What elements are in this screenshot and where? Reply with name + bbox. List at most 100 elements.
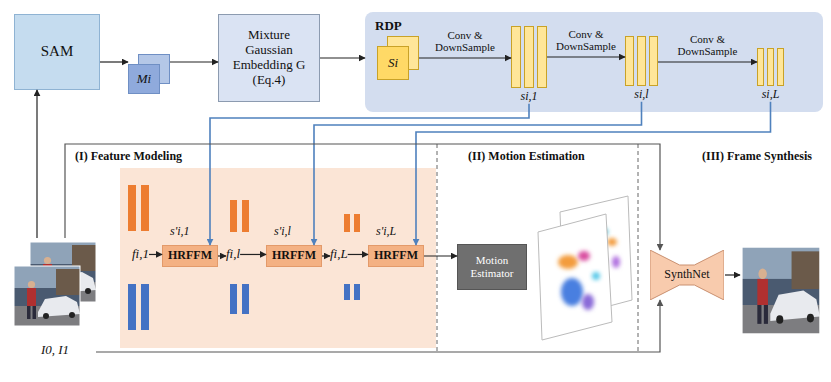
label-holder: s'i,L bbox=[376, 225, 396, 239]
connector bbox=[419, 57, 511, 58]
flow-sheet bbox=[538, 214, 612, 340]
node-text: HRFFM bbox=[272, 249, 316, 263]
connector bbox=[36, 90, 37, 238]
feature-panel bbox=[120, 168, 436, 348]
prior-feature: si,L bbox=[757, 48, 784, 102]
bar-row bbox=[625, 36, 658, 86]
prior-bar bbox=[767, 48, 774, 86]
edge-label: Conv & DownSample bbox=[675, 33, 741, 57]
flow-blob bbox=[592, 272, 600, 280]
bar-row bbox=[757, 48, 784, 86]
section-title: (I) Feature Modeling bbox=[75, 150, 182, 164]
prior-feature: si,1 bbox=[511, 26, 547, 104]
node-text: Mixture Gaussian Embedding G (Eq.4) bbox=[224, 28, 314, 88]
connector bbox=[210, 104, 529, 245]
feature-bar bbox=[344, 284, 350, 300]
prior-stack: Si bbox=[377, 36, 419, 80]
flow-blob bbox=[582, 294, 594, 310]
connector bbox=[314, 102, 642, 245]
prior-bar bbox=[524, 26, 534, 88]
connector bbox=[322, 255, 330, 256]
stack-front: Si bbox=[377, 46, 409, 80]
prior-bar bbox=[777, 48, 784, 86]
prior-label: s'i,L bbox=[376, 225, 396, 239]
prior-bar bbox=[649, 36, 658, 86]
flow-blob bbox=[612, 256, 620, 268]
label-holder: (III) Frame Synthesis bbox=[702, 150, 812, 164]
feature-bar bbox=[141, 185, 149, 231]
connector bbox=[416, 102, 771, 245]
connector bbox=[348, 254, 368, 255]
feature-label: fi,L bbox=[330, 247, 348, 262]
node-text: RDP bbox=[375, 19, 402, 34]
feature-bar bbox=[354, 214, 360, 232]
node-text: fi,L bbox=[330, 247, 348, 262]
feature-bar bbox=[242, 284, 249, 314]
prior-label: s'i,l bbox=[274, 225, 291, 239]
stack-front: Mi bbox=[128, 64, 160, 94]
node-text: SynthNet bbox=[664, 268, 709, 282]
connector bbox=[96, 300, 660, 352]
feature-bar bbox=[128, 284, 136, 330]
feature-bar bbox=[128, 185, 136, 231]
label-holder: Conv & DownSample bbox=[553, 28, 619, 54]
label-holder: Conv & DownSample bbox=[432, 29, 498, 55]
feature-bar bbox=[230, 200, 237, 232]
feature-bar bbox=[344, 214, 350, 232]
section-title: (III) Frame Synthesis bbox=[702, 150, 812, 164]
section-divider bbox=[638, 144, 639, 352]
prior-bar bbox=[511, 26, 521, 88]
connector bbox=[424, 255, 457, 256]
node-text: Mi bbox=[137, 72, 151, 87]
output-arrow bbox=[725, 274, 740, 275]
prior-label: s'i,1 bbox=[170, 225, 190, 239]
node-text: fi,l bbox=[226, 247, 240, 262]
flow-blob bbox=[558, 255, 578, 269]
connector bbox=[547, 56, 625, 57]
output-photo-image bbox=[742, 247, 820, 334]
flow-blob bbox=[561, 278, 583, 306]
label-holder: Conv & DownSample bbox=[675, 33, 741, 59]
feature-bar bbox=[141, 284, 149, 330]
label-holder: s'i,l bbox=[274, 225, 291, 239]
embedding-box: Mixture Gaussian Embedding G (Eq.4) bbox=[218, 14, 320, 102]
node-text: Motion Estimator bbox=[463, 254, 521, 279]
connector bbox=[658, 61, 757, 62]
connector bbox=[320, 57, 365, 58]
node-text: HRFFM bbox=[374, 249, 418, 263]
hrffm-box: HRFFM bbox=[368, 245, 424, 267]
synthnet-shape: SynthNet bbox=[650, 250, 724, 300]
prior-bar bbox=[637, 36, 646, 86]
section-title: (II) Motion Estimation bbox=[468, 150, 585, 164]
node-text: HRFFM bbox=[168, 249, 212, 263]
connector bbox=[218, 255, 226, 256]
feature-bar bbox=[354, 284, 360, 300]
feature-bar bbox=[242, 200, 249, 232]
node-text: I0, I1 bbox=[41, 343, 69, 360]
module-box: SAM bbox=[14, 14, 100, 90]
input-frames: I0, I1 bbox=[14, 238, 96, 360]
prior-bar bbox=[537, 26, 547, 88]
node-text: si,L bbox=[762, 88, 780, 102]
feature-label: fi,1 bbox=[132, 247, 149, 262]
node-text: Si bbox=[388, 56, 398, 71]
connector bbox=[65, 144, 660, 250]
output-photo bbox=[742, 247, 820, 334]
hrffm-box: HRFFM bbox=[266, 245, 322, 267]
edge-label: Conv & DownSample bbox=[553, 28, 619, 52]
prior-feature: si,l bbox=[625, 36, 658, 102]
label-holder: (II) Motion Estimation bbox=[468, 150, 585, 164]
connector bbox=[240, 254, 266, 255]
node-text: SAM bbox=[41, 43, 74, 60]
node-text: si,1 bbox=[520, 90, 537, 104]
connector bbox=[149, 254, 162, 255]
node-text: si,l bbox=[634, 88, 648, 102]
label-holder: s'i,1 bbox=[170, 225, 190, 239]
hrffm-box: HRFFM bbox=[162, 245, 218, 267]
edge-label: Conv & DownSample bbox=[432, 29, 498, 53]
bar-row bbox=[511, 26, 547, 88]
synthnet-polygon bbox=[650, 250, 724, 300]
estimator-box: Motion Estimator bbox=[457, 244, 527, 290]
